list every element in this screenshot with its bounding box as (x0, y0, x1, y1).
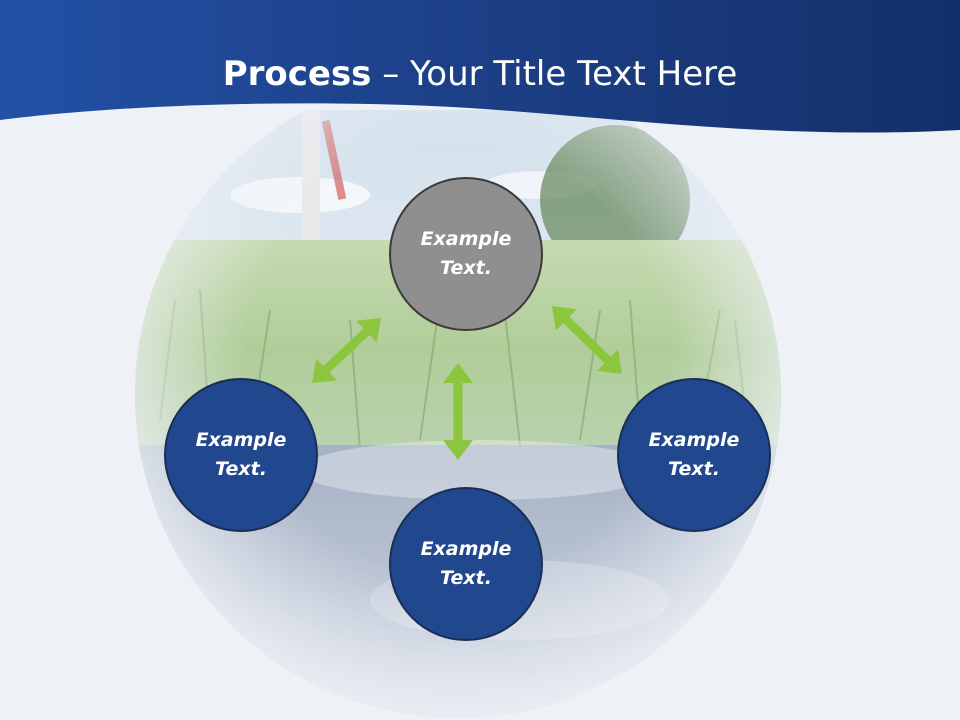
slide-title: Process – Your Title Text Here (0, 50, 960, 98)
node-top: Example Text. (389, 177, 543, 331)
node-left-text: Example Text. (195, 429, 287, 480)
node-right-text: Example Text. (648, 429, 740, 480)
node-left: Example Text. (164, 378, 318, 532)
arrow-top-left (311, 318, 381, 384)
node-top-text: Example Text. (420, 228, 512, 279)
title-bold: Process (222, 54, 372, 94)
title-rest: – Your Title Text Here (371, 54, 738, 94)
node-right: Example Text. (617, 378, 771, 532)
arrow-top-bottom (443, 363, 473, 460)
node-bottom: Example Text. (389, 487, 543, 641)
arrow-top-right (552, 306, 623, 375)
connector-arrows (311, 306, 623, 460)
node-bottom-text: Example Text. (420, 538, 512, 589)
title-banner (0, 0, 960, 133)
